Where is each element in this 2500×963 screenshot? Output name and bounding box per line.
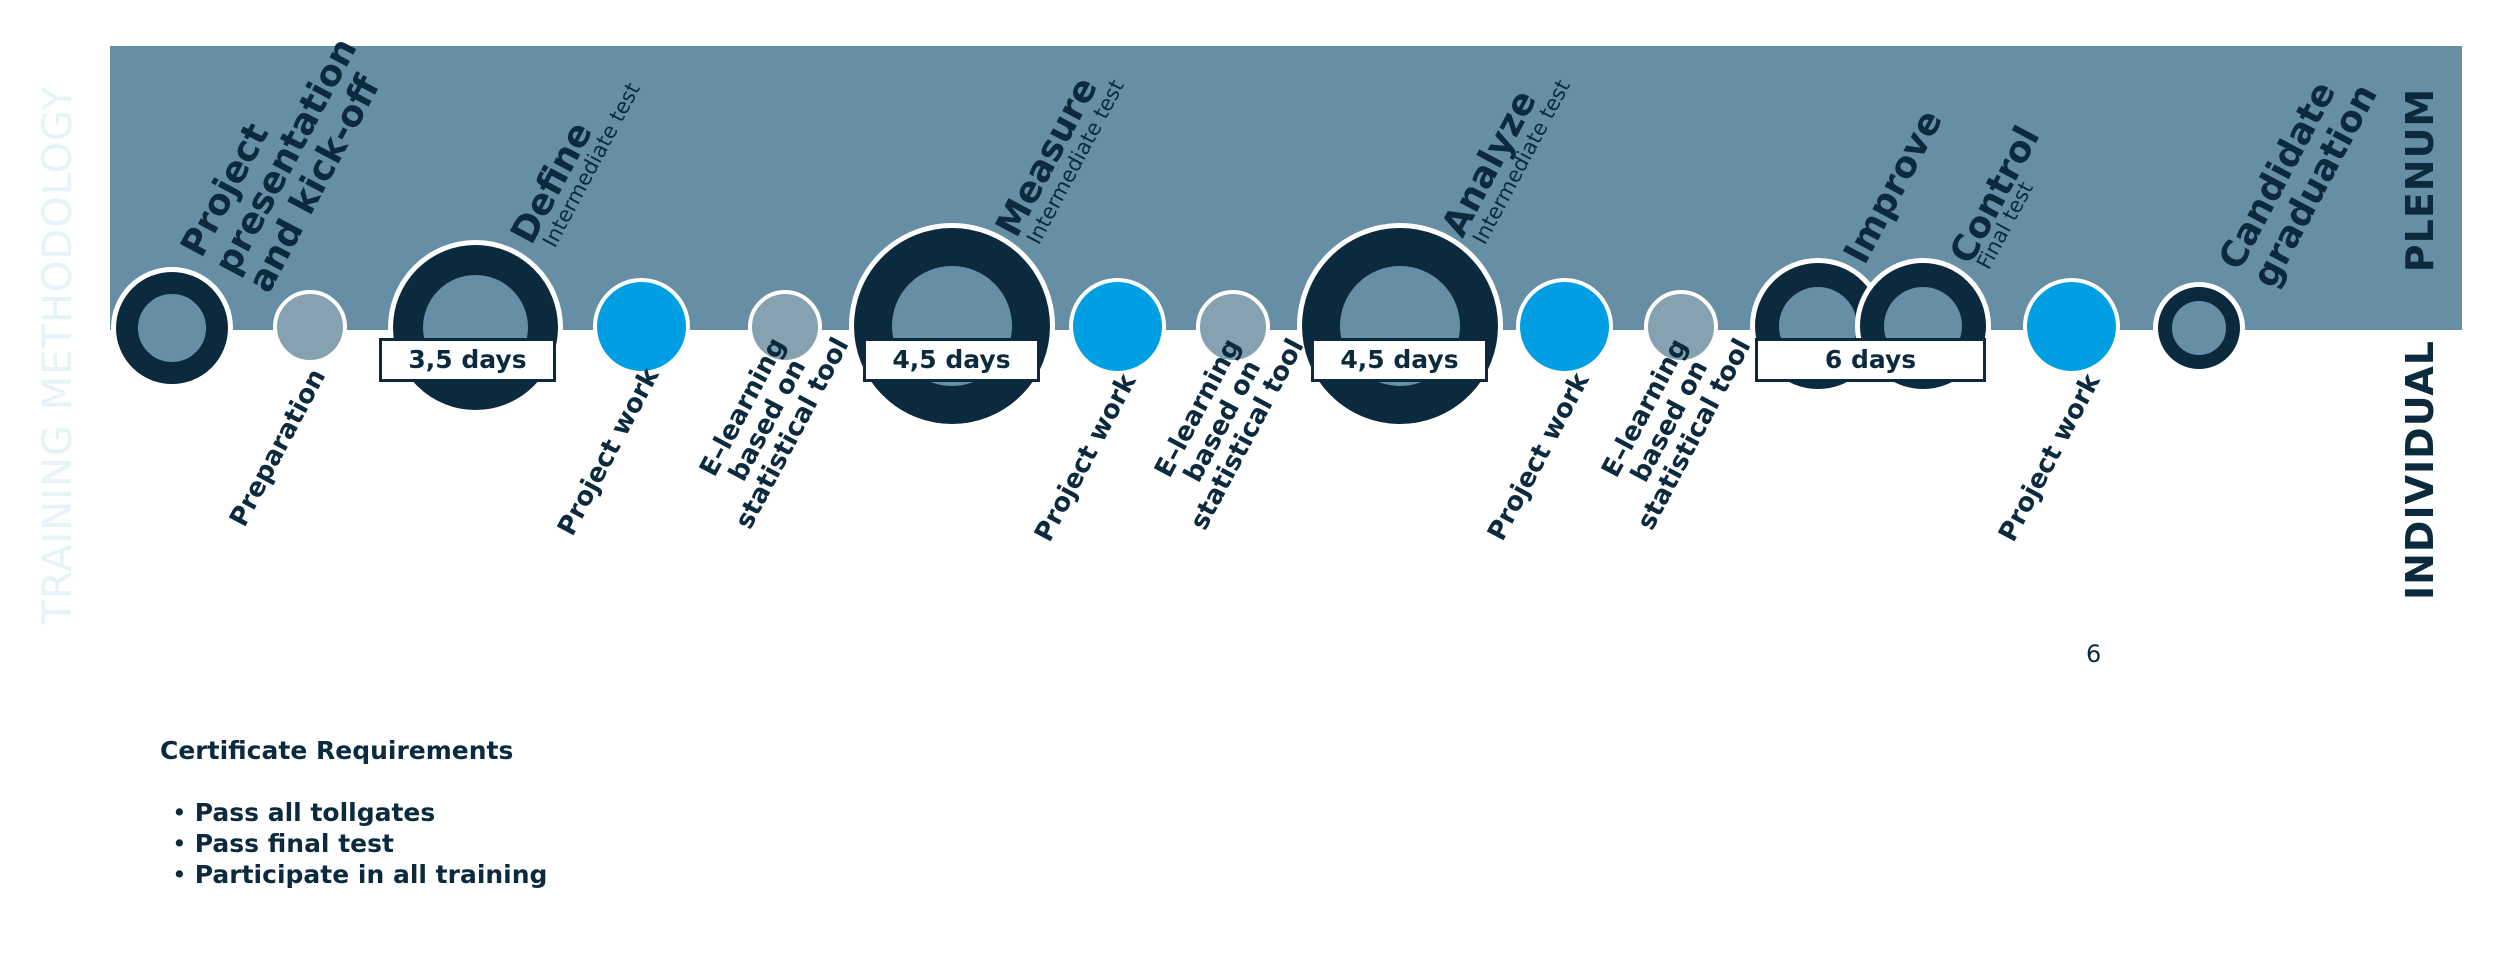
side-title-text: TRAINING METHODOLOGY <box>35 85 81 625</box>
project-work-dot-4 <box>2023 278 2120 375</box>
kickoff-ring <box>116 272 228 384</box>
elearning-dot-2 <box>1196 290 1270 364</box>
measure-duration: 4,5 days <box>863 338 1040 382</box>
define-ring <box>393 245 558 410</box>
graduation-ring <box>2158 287 2240 369</box>
list-item: Participate in all training <box>172 859 548 890</box>
project-work-label-2-text: Project work <box>1029 369 1143 547</box>
elearning-label-1-text: E–learning based on statistical tool <box>694 332 856 534</box>
elearning-dot-3 <box>1644 290 1718 364</box>
preparation-label-text: Preparation <box>224 364 333 532</box>
list-item: Pass all tollgates <box>172 797 547 828</box>
project-work-label-3-text: Project work <box>1482 368 1596 546</box>
project-work-dot-3 <box>1516 278 1613 375</box>
project-work-dot-1 <box>593 278 690 375</box>
analyze-ring <box>1302 228 1498 424</box>
individual-label-text: INDIVIDUAL <box>2398 339 2442 601</box>
analyze-duration: 4,5 days <box>1311 338 1488 382</box>
define-duration: 3,5 days <box>379 338 556 382</box>
plenum-label-text: PLENUM <box>2398 87 2442 273</box>
page-number: 6 <box>2086 640 2102 668</box>
project-work-label-1-text: Project work <box>552 363 666 541</box>
elearning-dot-1 <box>748 290 822 364</box>
list-item: Pass final test <box>172 828 547 859</box>
project-work-label-4-text: Project work <box>1993 369 2107 547</box>
project-work-dot-2 <box>1069 278 1166 375</box>
improve-control-duration: 6 days <box>1755 338 1986 382</box>
measure-ring <box>854 228 1050 424</box>
certificate-requirements-list: Pass all tollgates Pass final test Parti… <box>172 797 548 890</box>
certificate-title: Certificate Requirements <box>160 736 514 765</box>
preparation-dot <box>273 290 347 364</box>
